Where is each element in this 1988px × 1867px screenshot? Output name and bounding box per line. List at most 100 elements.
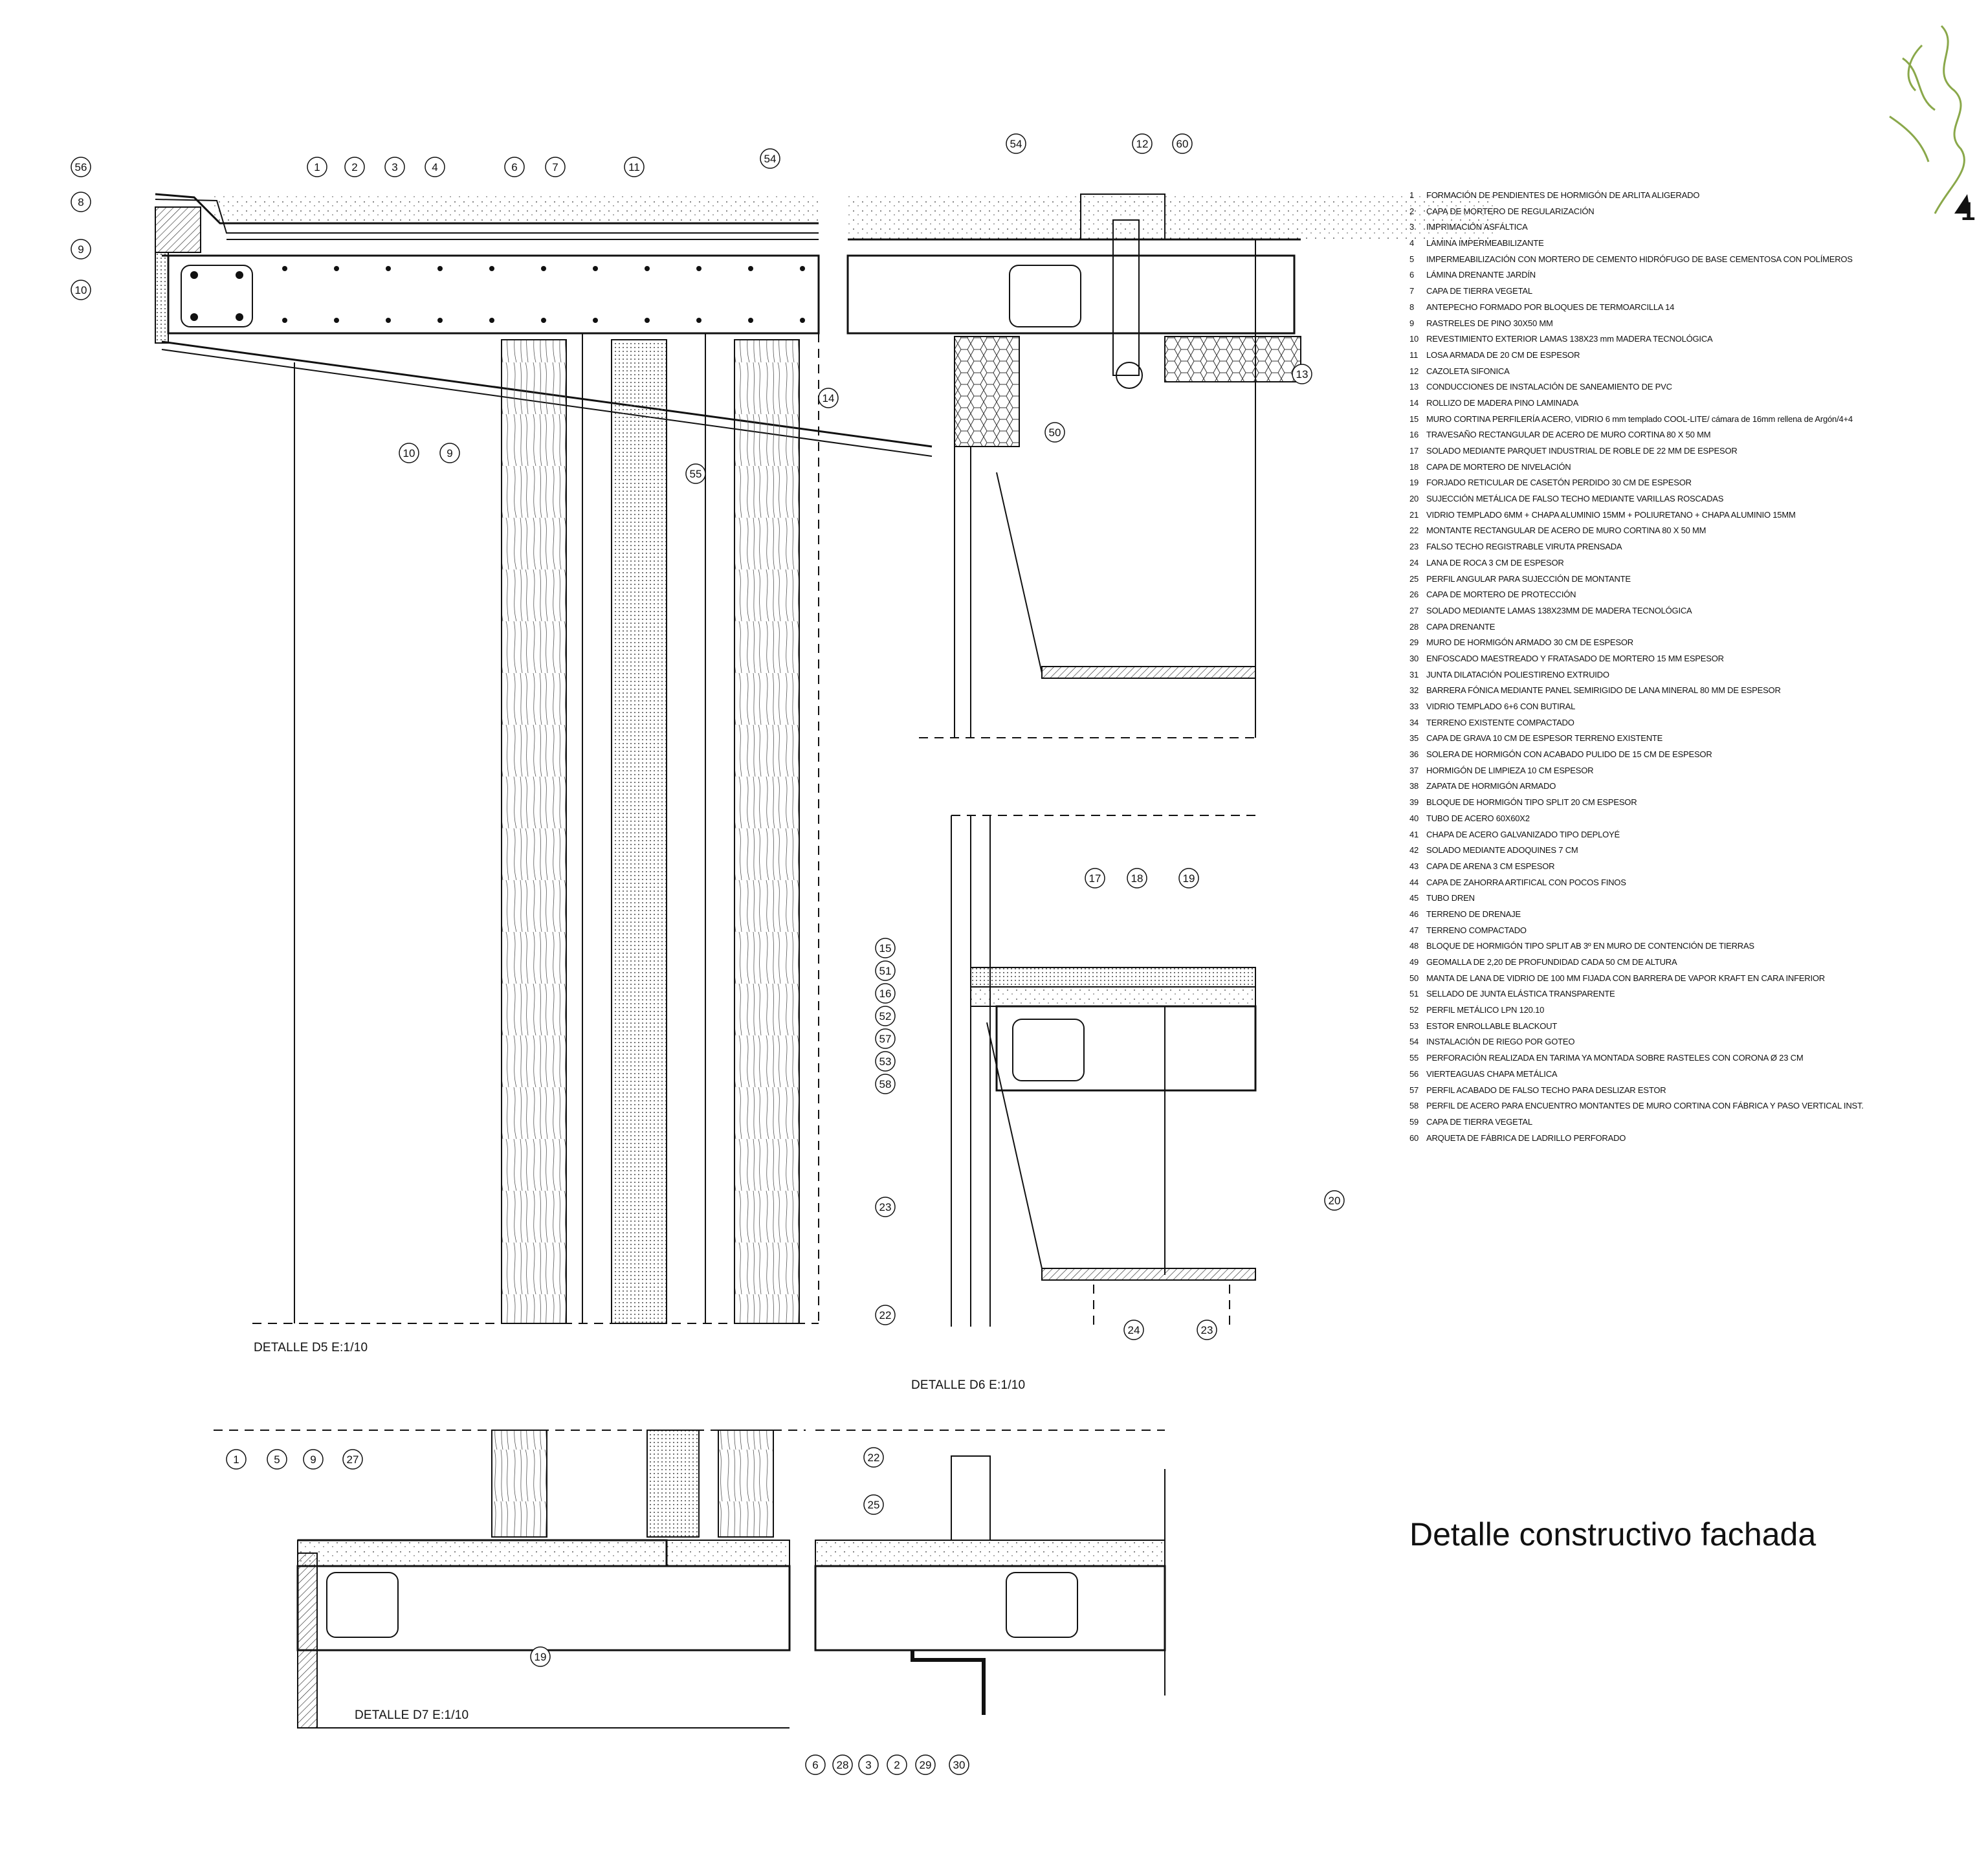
callout-label: 23 <box>879 1201 892 1213</box>
legend-item: 13 CONDUCCIONES DE INSTALACIÓN DE SANEAMI… <box>1409 379 1979 395</box>
callout-label: 10 <box>403 447 415 459</box>
legend-text: LAMINA IMPERMEABILIZANTE <box>1426 238 1544 249</box>
legend-text: BARRERA FÓNICA MEDIANTE PANEL SEMIRIGIDO… <box>1426 685 1781 696</box>
callout-label: 3 <box>865 1759 871 1771</box>
legend-text: CONDUCCIONES DE INSTALACIÓN DE SANEAMIEN… <box>1426 382 1672 392</box>
legend-number: 11 <box>1409 349 1419 360</box>
callout-d6_mid-7: 57 <box>875 1028 896 1049</box>
callout-d5-7: 4 <box>425 157 445 177</box>
legend-text: ARQUETA DE FÁBRICA DE LADRILLO PERFORADO <box>1426 1132 1626 1143</box>
legend-text: TERRENO DE DRENAJE <box>1426 909 1521 919</box>
legend-item: 31 JUNTA DILATACIÓN POLIESTIRENO EXTRUIDO <box>1409 667 1979 683</box>
callout-label: 9 <box>447 447 452 459</box>
legend-number: 44 <box>1409 877 1419 887</box>
legend-number: 37 <box>1409 765 1419 775</box>
callout-label: 27 <box>347 1453 359 1466</box>
legend-text: CAPA DE TIERRA VEGETAL <box>1426 286 1532 296</box>
callout-label: 10 <box>75 284 87 296</box>
legend-text: BLOQUE DE HORMIGÓN TIPO SPLIT 20 CM ESPE… <box>1426 797 1637 808</box>
legend-text: IMPERMEABILIZACIÓN CON MORTERO DE CEMENT… <box>1426 254 1853 264</box>
legend-number: 18 <box>1409 461 1419 472</box>
legend-text: MURO CORTINA PERFILERÍA ACERO, VIDRIO 6 … <box>1426 414 1853 424</box>
callout-d5-10: 11 <box>624 157 645 177</box>
legend-text: PERFIL ACABADO DE FALSO TECHO PARA DESLI… <box>1426 1085 1666 1095</box>
callout-d6_top-3: 13 <box>1292 364 1312 384</box>
callout-d7_left-4: 19 <box>530 1646 551 1667</box>
callout-label: 9 <box>310 1453 316 1466</box>
detail-d5 <box>155 193 933 1324</box>
callout-label: 50 <box>1049 426 1061 439</box>
callout-d6_mid-5: 16 <box>875 983 896 1004</box>
callout-d7_right-5: 2 <box>887 1754 907 1775</box>
legend-text: MANTA DE LANA DE VIDRIO DE 100 MM FIJADA… <box>1426 973 1825 983</box>
legend-number: 38 <box>1409 781 1419 791</box>
legend-text: PERFIL METÁLICO LPN 120.10 <box>1426 1005 1545 1015</box>
callout-label: 60 <box>1176 138 1189 150</box>
legend-number: 57 <box>1409 1085 1419 1095</box>
legend-item: 52 PERFIL METÁLICO LPN 120.10 <box>1409 1002 1979 1019</box>
callout-label: 4 <box>432 161 437 173</box>
callout-d6_mid-6: 52 <box>875 1006 896 1026</box>
callout-label: 11 <box>628 161 640 173</box>
callout-d6_mid-3: 15 <box>875 938 896 958</box>
legend-number: 19 <box>1409 478 1419 488</box>
legend-number: 15 <box>1409 414 1419 424</box>
legend-number: 31 <box>1409 669 1419 679</box>
legend-number: 9 <box>1409 318 1415 328</box>
legend-number: 13 <box>1409 382 1419 392</box>
legend-text: JUNTA DILATACIÓN POLIESTIRENO EXTRUIDO <box>1426 669 1609 679</box>
callout-label: 23 <box>1201 1324 1213 1336</box>
legend-text: LÁMINA DRENANTE JARDÍN <box>1426 270 1536 280</box>
legend-number: 27 <box>1409 605 1419 615</box>
callout-d5-8: 6 <box>504 157 525 177</box>
callout-label: 56 <box>75 161 87 173</box>
legend-number: 52 <box>1409 1005 1419 1015</box>
callout-label: 30 <box>953 1759 966 1771</box>
legend-number: 16 <box>1409 430 1419 440</box>
legend-text: SOLADO MEDIANTE LAMAS 138X23MM DE MADERA… <box>1426 605 1692 615</box>
legend-text: MONTANTE RECTANGULAR DE ACERO DE MURO CO… <box>1426 525 1706 536</box>
legend-number: 59 <box>1409 1116 1419 1127</box>
page-title: Detalle constructivo fachada <box>1409 1516 1817 1552</box>
legend-text: TUBO DE ACERO 60X60X2 <box>1426 813 1530 823</box>
legend-text: PERFIL ANGULAR PARA SUJECCIÓN DE MONTANT… <box>1426 573 1631 584</box>
callout-d5-4: 1 <box>307 157 327 177</box>
callout-d5-15: 55 <box>685 463 706 484</box>
legend-number: 32 <box>1409 685 1419 696</box>
callout-d5-6: 3 <box>384 157 405 177</box>
logo-mark: 1 <box>1961 197 1975 226</box>
callout-label: 29 <box>920 1759 932 1771</box>
legend-text: TUBO DREN <box>1426 893 1475 903</box>
callout-label: 17 <box>1089 872 1101 885</box>
callout-label: 22 <box>879 1309 892 1321</box>
callout-d6_mid-2: 19 <box>1178 868 1199 889</box>
callout-d5-14: 9 <box>439 443 460 463</box>
callout-d6_top-0: 54 <box>1006 133 1026 154</box>
legend-text: VIDRIO TEMPLADO 6+6 CON BUTIRAL <box>1426 702 1576 711</box>
legend-text: CAPA DRENANTE <box>1426 621 1496 632</box>
legend-number: 40 <box>1409 813 1419 823</box>
